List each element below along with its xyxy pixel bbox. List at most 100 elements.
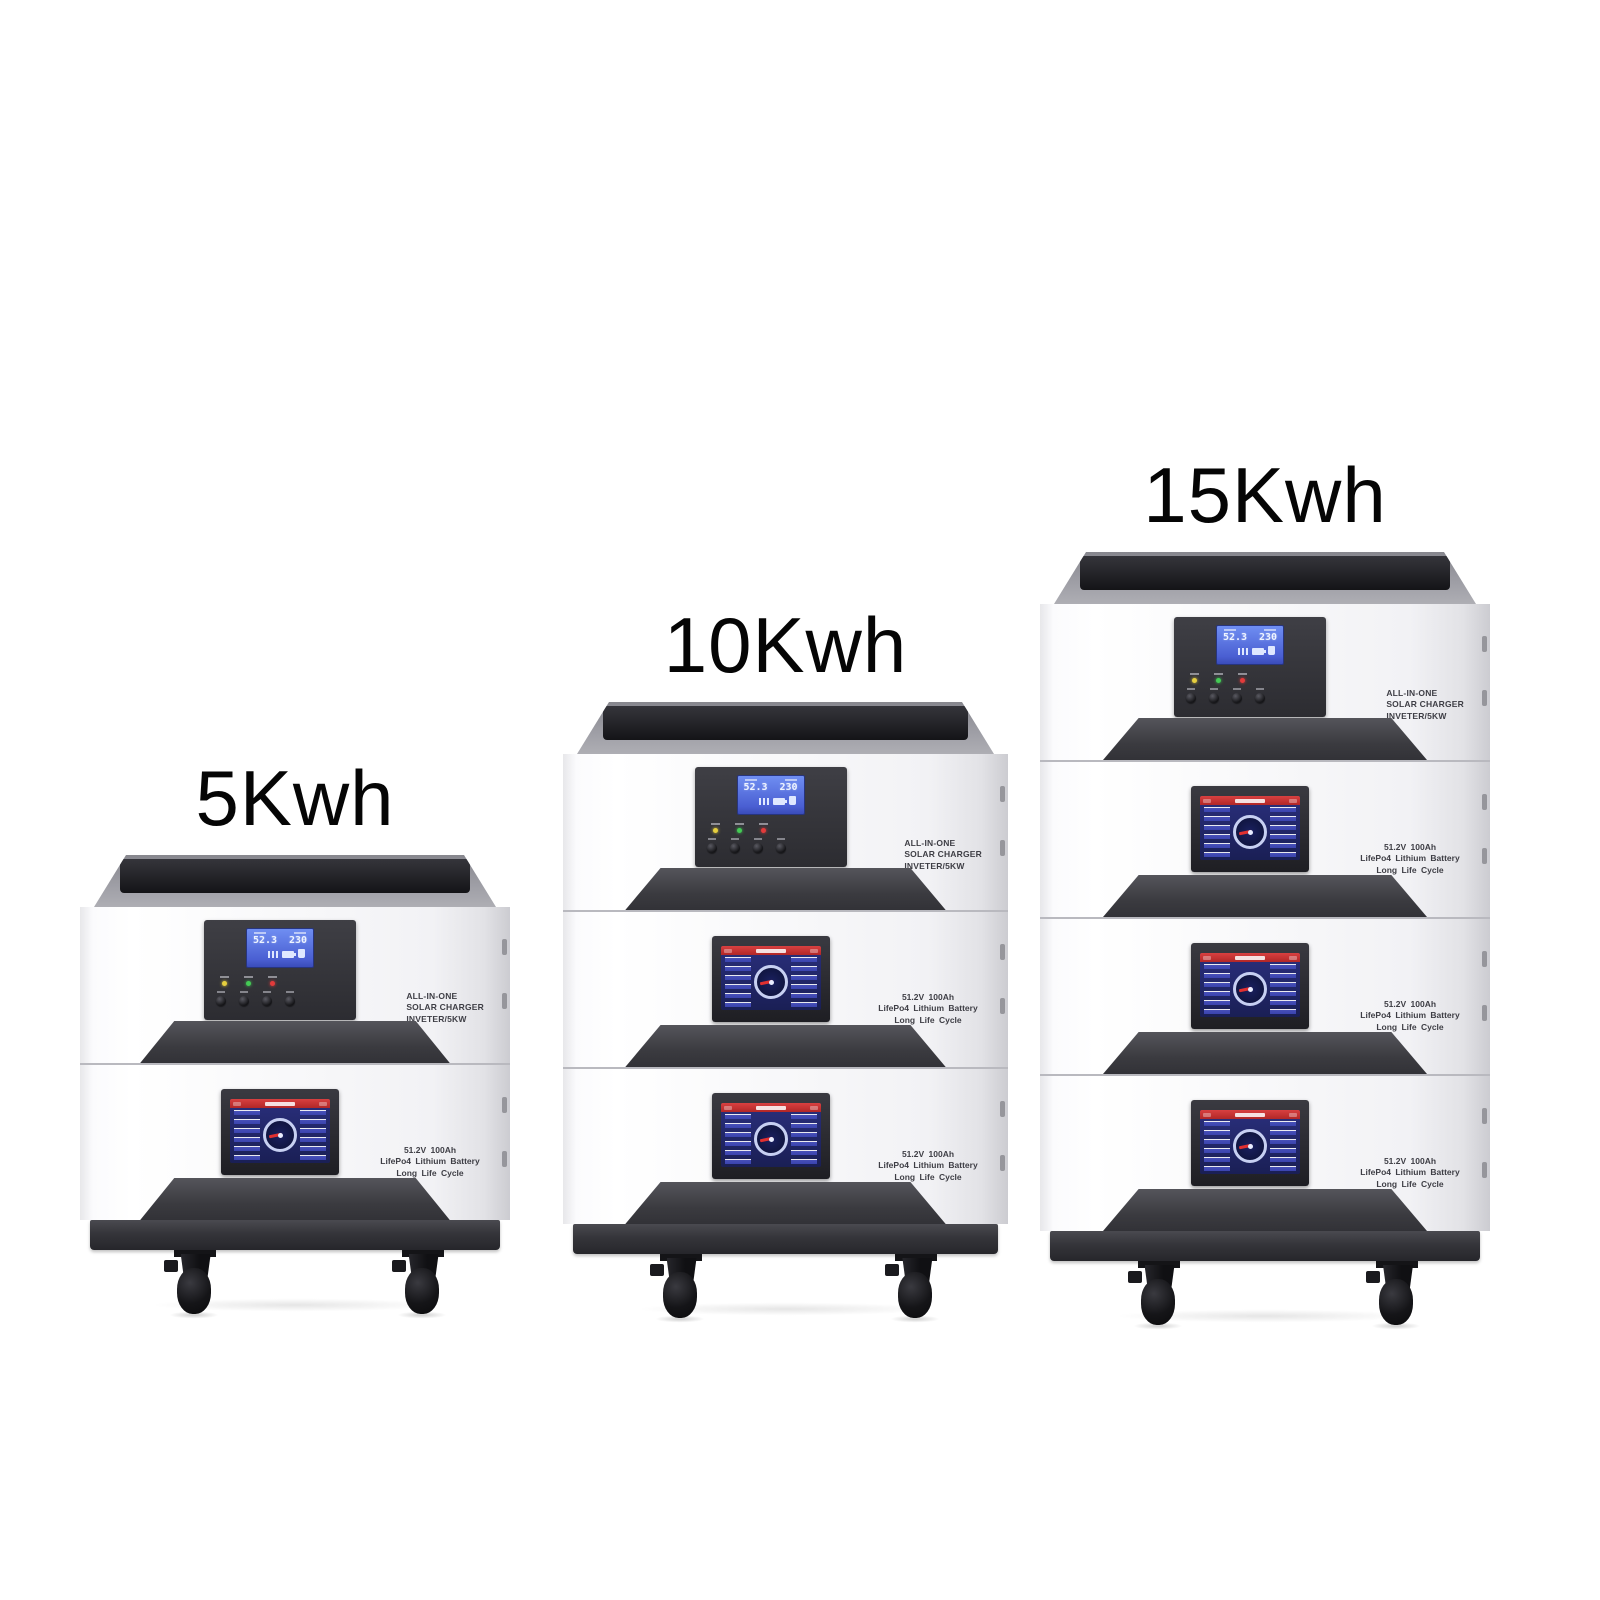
inverter-lcd: 52.3 230	[736, 775, 805, 815]
bms-header-bar	[720, 946, 821, 955]
bms-header-left-chip	[1203, 798, 1211, 803]
handle-recess	[625, 868, 946, 910]
bms-gauge	[1233, 972, 1267, 1006]
bms-header-right-chip	[809, 1105, 818, 1110]
battery-label-text: 51.2V 100Ah LifePo4 Lithium Battery Long…	[1344, 999, 1476, 1033]
bms-data-column-left	[234, 1110, 260, 1160]
battery-spec-line: LifePo4 Lithium Battery	[878, 1003, 978, 1014]
status-led-green	[246, 981, 251, 986]
battery-spec-line: Long Life Cycle	[1376, 1178, 1444, 1189]
bms-gauge	[1233, 815, 1267, 849]
bms-header-left-chip	[1203, 955, 1211, 960]
bms-screen	[720, 946, 821, 1010]
handle-recess	[140, 1178, 450, 1220]
battery-module: 51.2V 100Ah LifePo4 Lithium Battery Long…	[1040, 917, 1490, 1074]
bms-header-bar	[1200, 1110, 1300, 1119]
bms-header-right-chip	[809, 948, 818, 953]
panel-buttons	[1186, 688, 1265, 703]
bms-screen	[230, 1099, 330, 1163]
bms-data-column-right	[1270, 1121, 1296, 1171]
lcd-labels	[1217, 626, 1283, 631]
capacity-label: 5Kwh	[195, 754, 395, 842]
inverter-module: 52.3 230	[1040, 604, 1490, 760]
panel-button-up	[1209, 688, 1219, 703]
bms-touchscreen	[711, 936, 830, 1022]
bms-data-column-right	[300, 1110, 326, 1160]
lcd-labels	[247, 929, 313, 934]
unit-15kwh: 15Kwh 52.3 230	[1040, 452, 1490, 1333]
bms-data-column-right	[790, 1114, 817, 1164]
battery-module: 51.2V 100Ah LifePo4 Lithium Battery Long…	[80, 1063, 510, 1220]
bms-touchscreen	[1191, 943, 1309, 1029]
inverter-text-line: ALL-IN-ONE	[1386, 688, 1438, 698]
battery-icon	[772, 798, 787, 805]
bms-header-title	[755, 1105, 786, 1110]
caster-wheels	[563, 1254, 1008, 1326]
bms-header-bar	[1200, 796, 1300, 805]
battery-icon	[282, 951, 296, 958]
battery-spec-line: 51.2V 100Ah	[901, 992, 955, 1002]
inverter-text-line: SOLAR CHARGER	[904, 849, 982, 860]
top-cap-slab	[120, 859, 470, 893]
panel-button-esc	[1186, 688, 1196, 703]
lcd-ac-voltage: 230	[779, 782, 798, 793]
bms-header-bar	[1200, 953, 1300, 962]
status-led-yellow	[222, 981, 227, 986]
panel-button-down	[1232, 688, 1242, 703]
inverter-text-line: SOLAR CHARGER	[406, 1002, 484, 1013]
handle-recess	[625, 1025, 946, 1067]
bms-header-right-chip	[319, 1101, 327, 1106]
bms-gauge	[263, 1118, 297, 1152]
bms-data-column-left	[724, 957, 751, 1007]
panel-button-up	[239, 991, 249, 1006]
ac-output-icon	[298, 949, 305, 958]
caster-base	[573, 1224, 998, 1254]
battery-spec-line: Long Life Cycle	[1376, 864, 1444, 875]
lcd-ac-voltage: 230	[288, 935, 307, 946]
battery-label-text: 51.2V 100Ah LifePo4 Lithium Battery Long…	[862, 992, 994, 1026]
unit-5kwh: 5Kwh 52.3 230	[80, 755, 510, 1322]
bms-gauge	[753, 1122, 788, 1156]
panel-button-enter	[285, 991, 295, 1006]
panel-buttons	[216, 991, 295, 1006]
bms-touchscreen	[1191, 786, 1309, 872]
bms-header-bar	[720, 1103, 821, 1112]
bms-header-title	[265, 1101, 295, 1106]
bms-touchscreen	[1191, 1100, 1309, 1186]
top-cap	[1040, 552, 1490, 604]
ac-output-icon	[1268, 646, 1275, 655]
bms-header-left-chip	[723, 1105, 732, 1110]
bms-header-title	[1235, 955, 1265, 960]
lcd-battery-voltage: 52.3	[253, 935, 278, 946]
battery-spec-line: 51.2V 100Ah	[1383, 999, 1437, 1009]
bms-data-column-right	[1270, 807, 1296, 857]
bms-data-column-left	[1204, 807, 1230, 857]
panel-button-down	[752, 838, 763, 853]
battery-spec-line: Long Life Cycle	[894, 1014, 962, 1025]
handle-recess	[1103, 718, 1427, 760]
status-leds	[1190, 673, 1247, 683]
caster-wheel	[1361, 1261, 1431, 1331]
status-leds	[220, 976, 277, 986]
ac-output-icon	[788, 796, 796, 805]
battery-label-text: 51.2V 100Ah LifePo4 Lithium Battery Long…	[364, 1145, 496, 1179]
battery-spec-line: LifePo4 Lithium Battery	[1360, 1010, 1460, 1021]
caster-base	[90, 1220, 500, 1250]
panel-button-down	[262, 991, 272, 1006]
bms-screen	[1200, 796, 1300, 860]
panel-button-esc	[706, 838, 717, 853]
top-cap	[563, 702, 1008, 754]
capacity-label: 10Kwh	[663, 601, 908, 689]
status-led-red	[270, 981, 275, 986]
bms-data-column-right	[790, 957, 817, 1007]
battery-spec-line: Long Life Cycle	[1376, 1021, 1444, 1032]
top-cap	[80, 855, 510, 907]
battery-icon	[1252, 648, 1266, 655]
status-led-red	[760, 828, 766, 833]
caster-wheels	[80, 1250, 510, 1322]
bms-touchscreen	[221, 1089, 339, 1175]
bms-header-title	[1235, 1112, 1265, 1117]
handle-recess	[1103, 1032, 1427, 1074]
bms-header-title	[1235, 798, 1265, 803]
panel-button-up	[729, 838, 740, 853]
